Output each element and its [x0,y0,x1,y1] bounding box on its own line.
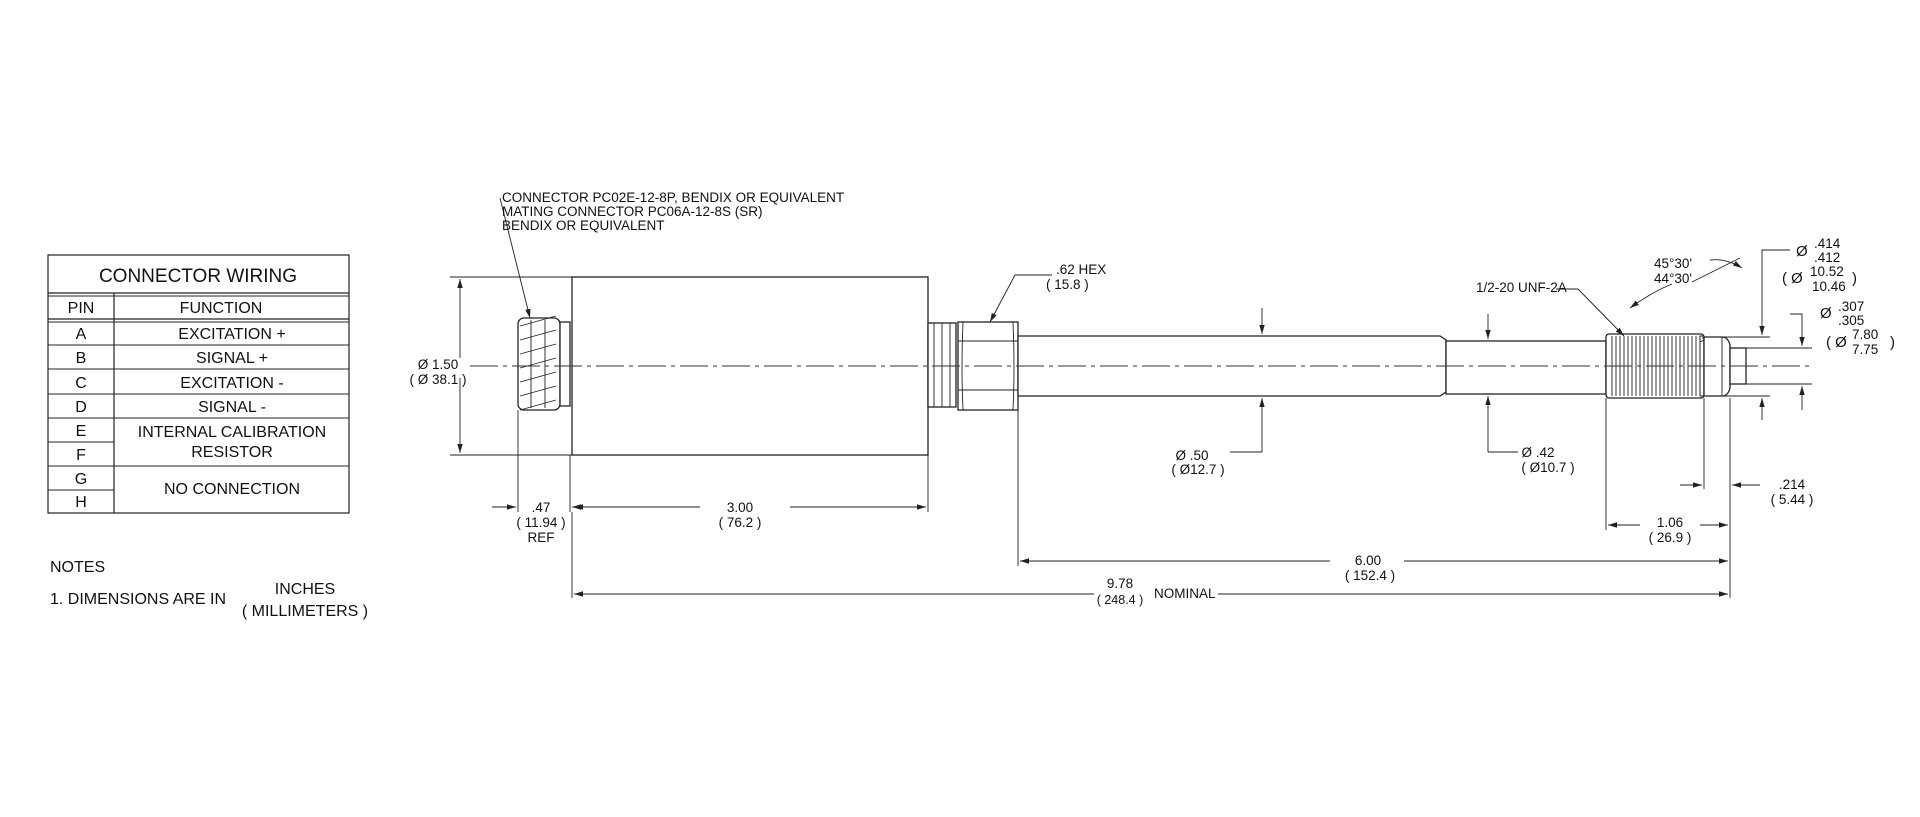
callout-angle-min: 44°30' [1654,271,1692,286]
dim-len-300: 3.00 [727,500,753,515]
dim-dia-050-mm: ( Ø12.7 ) [1171,462,1224,477]
dim-len-106: 1.06 [1657,515,1683,530]
dim-len-214-mm: ( 5.44 ) [1771,492,1814,507]
function-label: SIGNAL - [198,399,266,416]
dim-tip-307-mm-max: 7.80 [1852,327,1878,342]
dim-len-978-nominal: NOMINAL [1154,586,1216,601]
dim-len-047-ref: REF [528,530,555,545]
wiring-header-pin: PIN [68,300,95,317]
function-label: INTERNAL CALIBRATION [138,424,326,441]
pin-label: H [75,494,87,511]
callout-bendix: BENDIX OR EQUIVALENT [502,218,665,233]
function-label: RESISTOR [191,444,273,461]
connector-wiring-table: CONNECTOR WIRING PIN FUNCTION A B C D E … [47,254,350,514]
callout-angle-max: 45°30' [1654,256,1692,271]
callout-hex-mm: ( 15.8 ) [1046,277,1089,292]
pin-label: B [76,350,87,367]
dim-dia-042: Ø .42 [1521,445,1554,460]
dim-tip-307-symbol: Ø [1820,305,1832,322]
dim-dia-050: Ø .50 [1175,448,1208,463]
shaft-042 [1445,340,1607,395]
dim-len-600-mm: ( 152.4 ) [1345,568,1395,583]
dim-len-600: 6.00 [1355,553,1381,568]
pin-label: F [76,447,86,464]
dim-tip-414-mm-open: ( Ø [1782,270,1803,287]
callout-hex: .62 HEX [1056,262,1106,277]
dim-tip-414-symbol: Ø [1796,243,1808,260]
dim-len-978-mm: ( 248.4 ) [1097,593,1144,607]
callout-mating-connector: MATING CONNECTOR PC06A-12-8S (SR) [502,204,763,219]
notes: NOTES 1. DIMENSIONS ARE IN INCHES ( MILL… [50,559,368,620]
dim-dia-150: Ø 1.50 [418,357,459,372]
callout-thread: 1/2-20 UNF-2A [1476,280,1567,295]
notes-title: NOTES [50,559,105,576]
pin-label: G [75,471,87,488]
pin-label: D [75,399,87,416]
dimensions: Ø 1.50 ( Ø 38.1 ) .47 ( 11.94 ) REF 3.00… [409,236,1895,607]
connector-head [517,317,561,411]
function-label: NO CONNECTION [164,481,300,498]
dim-dia-042-mm: ( Ø10.7 ) [1521,460,1574,475]
dim-tip-414-mm-min: 10.46 [1812,279,1846,294]
note-unit-inches: INCHES [275,581,335,598]
dim-dia-150-mm: ( Ø 38.1 ) [409,372,466,387]
callouts: CONNECTOR PC02E-12-8P, BENDIX OR EQUIVAL… [499,190,1743,337]
dim-len-214: .214 [1779,477,1806,492]
callout-connector: CONNECTOR PC02E-12-8P, BENDIX OR EQUIVAL… [502,190,844,205]
function-label: EXCITATION + [178,326,285,343]
dim-tip-307-mm-min: 7.75 [1852,342,1878,357]
dim-tip-307-mm-close: ) [1890,334,1895,351]
wiring-title: CONNECTOR WIRING [99,266,297,287]
note-1: 1. DIMENSIONS ARE IN [50,591,226,608]
function-label: EXCITATION - [180,375,283,392]
dim-len-978: 9.78 [1107,576,1133,591]
function-label: SIGNAL + [196,350,268,367]
dim-len-047-mm: ( 11.94 ) [516,515,565,530]
dim-tip-414-max: .414 [1814,236,1841,251]
note-unit-millimeters: ( MILLIMETERS ) [242,603,368,620]
pin-label: A [76,326,87,343]
dim-len-047: .47 [532,500,551,515]
dim-len-300-mm: ( 76.2 ) [719,515,762,530]
dim-tip-307-max: .307 [1838,299,1864,314]
wiring-header-function: FUNCTION [180,300,263,317]
dim-tip-307-min: .305 [1838,313,1864,328]
dim-tip-414-mm-max: 10.52 [1810,264,1844,279]
tapered-tip [1703,336,1731,397]
pin-label: E [76,423,87,440]
dim-len-106-mm: ( 26.9 ) [1649,530,1692,545]
dim-tip-414-mm-close: ) [1852,270,1857,287]
dim-tip-307-mm-open: ( Ø [1826,334,1847,351]
pin-label: C [75,375,87,392]
dim-tip-414-min: .412 [1814,250,1840,265]
